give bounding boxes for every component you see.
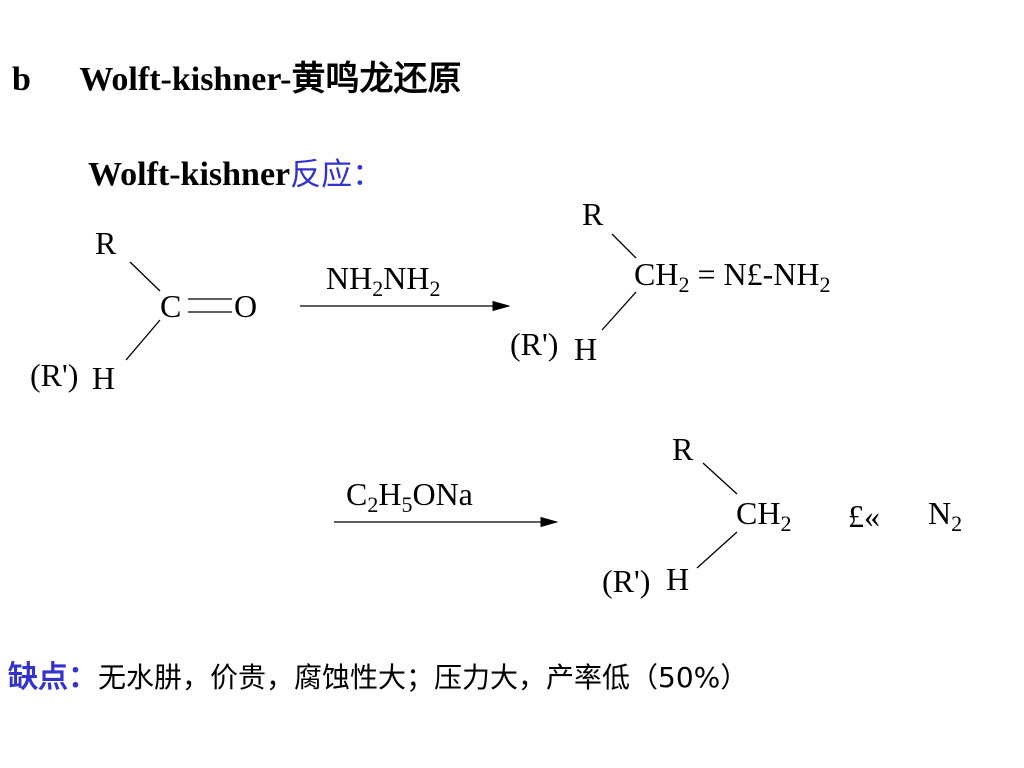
reaction-subheading: Wolft-kishner反应： <box>88 158 383 192</box>
section-title-cjk: 黄鸣龙还原 <box>291 59 462 99</box>
intermediate-tail-sub: 2 <box>819 272 831 297</box>
intermediate-h: H <box>574 331 598 367</box>
intermediate-ch-sub: 2 <box>678 272 690 297</box>
reagent-hydrazine-nh-1: NH <box>326 260 373 296</box>
intermediate-tail: = N£-NH <box>689 256 820 292</box>
product-r: R <box>672 431 694 467</box>
intermediate-r-prime: (R') <box>510 326 559 362</box>
product-bond-r <box>702 462 738 495</box>
intermediate-hydrazone: CH2 = N£-NH2 <box>634 256 830 296</box>
reaction-name: Wolft-kishner <box>88 156 291 193</box>
product-h: H <box>666 561 690 597</box>
drawbacks-text: 无水肼，价贵，腐蚀性大；压力大，产率低（50%） <box>98 661 749 694</box>
section-label: b <box>12 61 31 98</box>
reactant-bond-r <box>129 261 161 292</box>
product-plus: £« <box>848 498 880 534</box>
reactant-bond-h <box>125 319 161 361</box>
reactant-carbon: C <box>160 288 182 324</box>
reagent-hydrazine: NH2NH2 <box>326 260 440 300</box>
reactant-h: H <box>92 360 116 396</box>
reagent-ethoxide-c-sub: 2 <box>367 492 379 517</box>
reagent-hydrazine-sub-2: 2 <box>429 276 441 301</box>
reagent-hydrazine-nh-2: NH <box>383 260 430 296</box>
intermediate-r: R <box>582 196 604 232</box>
drawbacks-line: 缺点：无水肼，价贵，腐蚀性大；压力大，产率低（50%） <box>8 663 748 693</box>
drawbacks-label: 缺点： <box>8 660 98 695</box>
product-n: N <box>928 495 952 531</box>
product-bond-h <box>696 531 738 569</box>
product-r-prime: (R') <box>602 563 651 599</box>
reagent-sodium-ethoxide: C2H5ONa <box>346 476 473 516</box>
reactant-r-prime: (R') <box>30 357 79 393</box>
reactant-r: R <box>95 225 117 261</box>
reagent-ethoxide-h-sub: 5 <box>401 492 413 517</box>
intermediate-bond-h <box>601 291 637 331</box>
reaction-suffix: 反应： <box>290 157 384 193</box>
product-ch: CH <box>736 495 781 531</box>
reagent-ethoxide-ona: ONa <box>412 476 473 512</box>
product-n-sub: 2 <box>951 511 963 536</box>
product-ch-sub: 2 <box>780 511 792 536</box>
product-ch2: CH2 <box>736 495 791 535</box>
intermediate-ch: CH <box>634 256 679 292</box>
reagent-hydrazine-sub-1: 2 <box>372 276 384 301</box>
section-heading: b Wolft-kishner-黄鸣龙还原 <box>12 62 462 97</box>
reagent-ethoxide-h: H <box>378 476 402 512</box>
product-nitrogen: N2 <box>928 495 962 535</box>
section-title-latin: Wolft-kishner- <box>79 61 292 98</box>
reactant-oxygen: O <box>234 288 258 324</box>
intermediate-bond-r <box>611 233 637 259</box>
reagent-ethoxide-c: C <box>346 476 368 512</box>
